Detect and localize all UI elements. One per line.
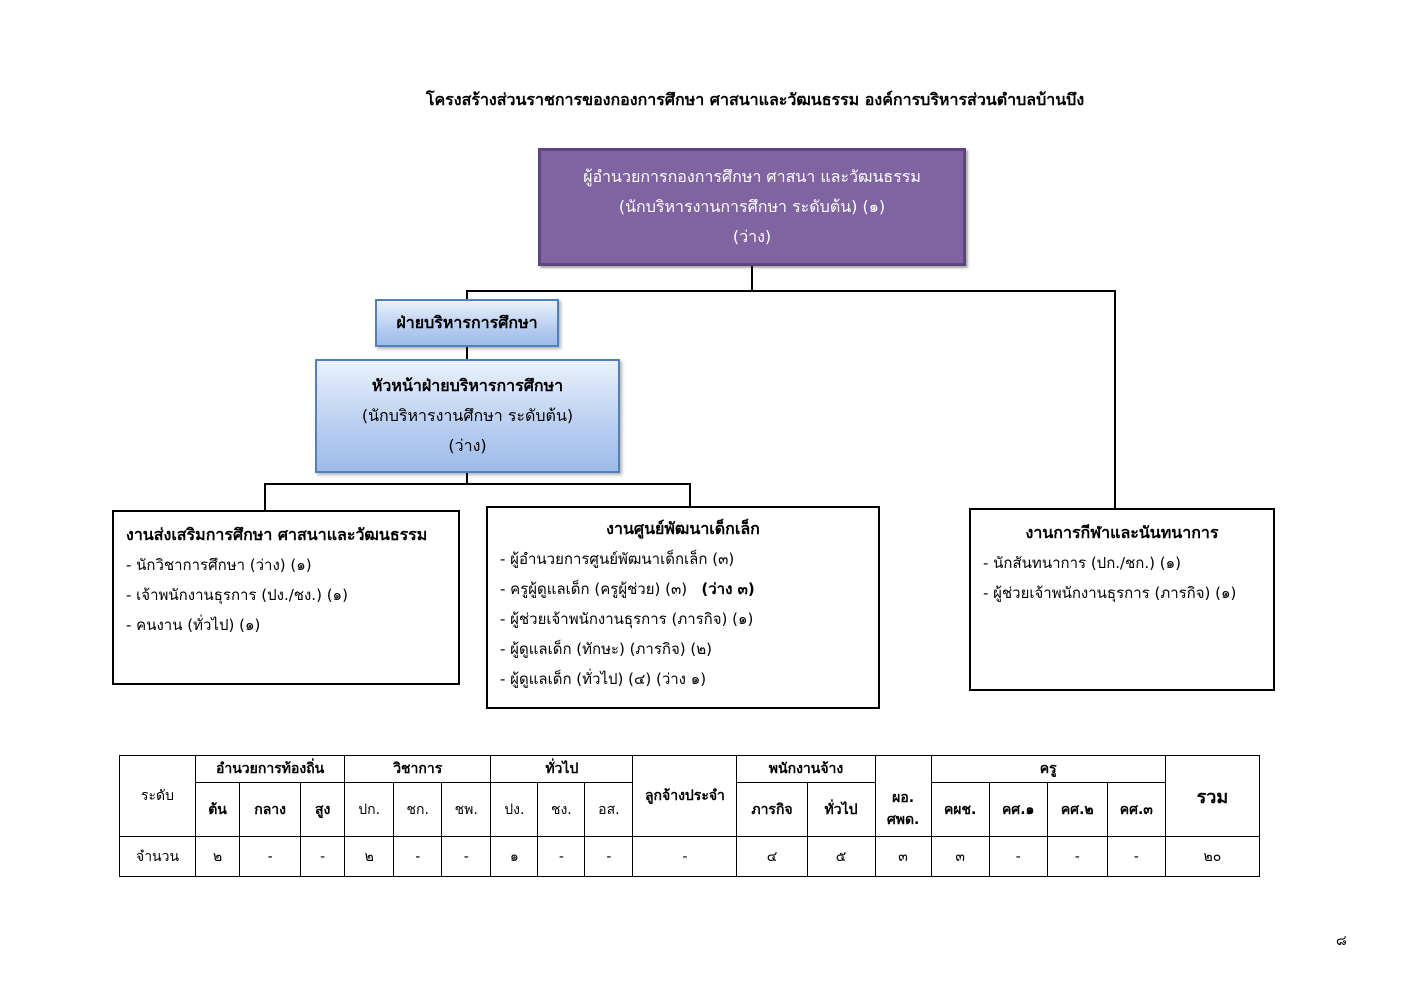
table-cell: -	[632, 836, 738, 877]
list-item: - นักวิชาการศึกษา (ว่าง) (๑)	[126, 556, 312, 574]
level-header: ระดับ	[118, 755, 197, 837]
sub-header: อส.	[584, 782, 634, 837]
sub-header: ภารกิจ	[736, 782, 808, 837]
sub-header: คศ.๑	[988, 782, 1048, 837]
table-cell: -	[239, 836, 302, 877]
sub-header: ชพ.	[441, 782, 492, 837]
sub-header: คผช.	[930, 782, 990, 837]
list-item: - นักสันทนาการ (ปก./ชก.) (๑)	[983, 554, 1181, 572]
list-item: - เจ้าพนักงานธุรการ (ปง./ชง.) (๑)	[126, 586, 348, 604]
sub-header: คศ.๒	[1046, 782, 1108, 837]
vacancy-note: (ว่าง ๓)	[701, 580, 755, 598]
table-cell: -	[537, 836, 586, 877]
sub-header: ปก.	[344, 782, 395, 837]
unit-child-development-box: งานศูนย์พัฒนาเด็กเล็ก - ผู้อำนวยการศูนย์…	[486, 506, 880, 709]
sub-header: ปง.	[490, 782, 539, 837]
table-cell: -	[393, 836, 443, 877]
connector-director-down	[751, 266, 753, 292]
connector-horizontal-top	[466, 290, 1116, 292]
admin-head-status: (ว่าง)	[448, 436, 487, 455]
table-cell: -	[300, 836, 346, 877]
sub-header: ต้น	[195, 782, 241, 837]
table-cell: ๓	[930, 836, 990, 877]
staff-count-table: ระดับ อำนวยการท้องถิ่น วิชาการ ทั่วไป ลู…	[118, 755, 1261, 877]
group-academic: วิชาการ	[344, 755, 492, 783]
list-item: - ผู้ช่วยเจ้าพนักงานธุรการ (ภารกิจ) (๑)	[983, 584, 1237, 602]
list-item-text: - ครูผู้ดูแลเด็ก (ครูผู้ช่วย) (๓)	[500, 580, 688, 598]
header-blank	[874, 755, 932, 783]
connector-right-down	[1114, 290, 1116, 510]
group-general: ทั่วไป	[490, 755, 634, 783]
list-item: - ผู้อำนวยการศูนย์พัฒนาเด็กเล็ก (๓)	[500, 550, 735, 568]
admin-head-title: หัวหน้าฝ่ายบริหารการศึกษา	[371, 376, 564, 395]
count-label: จำนวน	[118, 836, 197, 877]
sub-header-line: ศพด.	[886, 812, 920, 829]
table-cell: ๒	[344, 836, 395, 877]
unit-sports-recreation-box: งานการกีฬาและนันทนาการ - นักสันทนาการ (ป…	[969, 508, 1275, 691]
group-employee: พนักงานจ้าง	[736, 755, 876, 783]
sub-header: ชง.	[537, 782, 586, 837]
unit-title: งานศูนย์พัฒนาเด็กเล็ก	[606, 519, 760, 538]
group-local-director: อำนวยการท้องถิ่น	[195, 755, 346, 783]
list-item: - ผู้ดูแลเด็ก (ทักษะ) (ภารกิจ) (๒)	[500, 640, 712, 658]
connector-left-down	[466, 290, 468, 300]
connector-section-to-head	[466, 346, 468, 360]
group-permanent: ลูกจ้างประจำ	[632, 755, 738, 837]
sub-header: กลาง	[239, 782, 302, 837]
table-cell: -	[441, 836, 492, 877]
director-status: (ว่าง)	[732, 227, 772, 246]
admin-head-position: (นักบริหารงานศึกษา ระดับต้น)	[361, 406, 574, 425]
sub-header: ชก.	[393, 782, 443, 837]
connector-unit1-down	[264, 483, 266, 511]
sub-header: ทั่วไป	[806, 782, 876, 837]
table-cell: -	[988, 836, 1048, 877]
sub-header: คศ.๓	[1106, 782, 1166, 837]
table-cell: ๔	[736, 836, 808, 877]
connector-head-down	[466, 472, 468, 484]
connector-unit2-down	[689, 483, 691, 507]
list-item: - คนงาน (ทั่วไป) (๑)	[126, 616, 261, 634]
page-title: โครงสร้างส่วนราชการของกองการศึกษา ศาสนาแ…	[425, 90, 1085, 109]
group-teacher: ครู	[930, 755, 1166, 783]
table-cell: ๑	[490, 836, 539, 877]
table-cell-total: ๒๐	[1164, 836, 1261, 877]
group-total: รวม	[1164, 755, 1261, 837]
table-cell: -	[1046, 836, 1108, 877]
admin-section-box: ฝ่ายบริหารการศึกษา	[375, 299, 559, 347]
sub-header-director: ผอ. ศพด.	[874, 782, 932, 837]
director-position: (นักบริหารงานการศึกษา ระดับต้น) (๑)	[618, 197, 886, 216]
list-item: - ครูผู้ดูแลเด็ก (ครูผู้ช่วย) (๓) (ว่าง …	[500, 574, 866, 604]
list-item: - ผู้ช่วยเจ้าพนักงานธุรการ (ภารกิจ) (๑)	[500, 610, 754, 628]
director-title: ผู้อำนวยการกองการศึกษา ศาสนา และวัฒนธรรม	[583, 167, 921, 186]
table-cell: -	[1106, 836, 1166, 877]
director-box: ผู้อำนวยการกองการศึกษา ศาสนา และวัฒนธรรม…	[538, 148, 966, 266]
table-cell: ๒	[195, 836, 241, 877]
unit-education-promotion-box: งานส่งเสริมการศึกษา ศาสนาและวัฒนธรรม - น…	[112, 510, 460, 685]
connector-horizontal-mid	[264, 483, 691, 485]
admin-head-box: หัวหน้าฝ่ายบริหารการศึกษา (นักบริหารงานศ…	[315, 359, 620, 473]
sub-header-line: ผอ.	[892, 790, 915, 807]
admin-section-label: ฝ่ายบริหารการศึกษา	[396, 313, 538, 332]
table-cell: -	[584, 836, 634, 877]
table-cell: ๓	[874, 836, 932, 877]
table-cell: ๕	[806, 836, 876, 877]
unit-title: งานส่งเสริมการศึกษา ศาสนาและวัฒนธรรม	[126, 525, 428, 544]
sub-header: สูง	[300, 782, 346, 837]
page-number: ๘	[1336, 933, 1347, 949]
list-item: - ผู้ดูแลเด็ก (ทั่วไป) (๔) (ว่าง ๑)	[500, 670, 707, 688]
unit-title: งานการกีฬาและนันทนาการ	[1025, 523, 1219, 542]
